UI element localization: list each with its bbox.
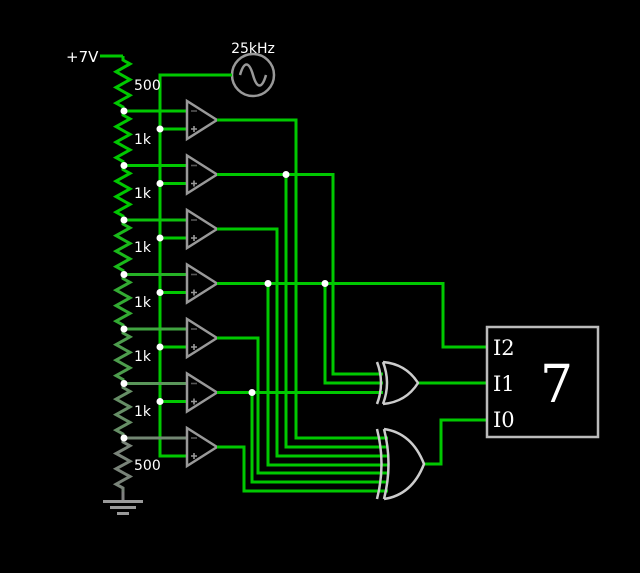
net-comp7-out[interactable] bbox=[217, 445, 388, 493]
resistor-2[interactable]: 1k bbox=[112, 111, 152, 166]
plus-input-icon bbox=[191, 235, 197, 241]
resistor-1[interactable]: 500 bbox=[112, 56, 161, 111]
net-comp3-out[interactable] bbox=[217, 227, 388, 458]
xor-body-icon bbox=[381, 360, 420, 406]
net-comp5-out[interactable] bbox=[217, 336, 388, 475]
net-comp4-out[interactable] bbox=[217, 282, 487, 467]
resistor-2-value: 1k bbox=[134, 132, 152, 148]
resistor-6[interactable]: 1k bbox=[112, 329, 152, 384]
resistor-7-value: 1k bbox=[134, 404, 152, 420]
comparator-6[interactable] bbox=[185, 371, 220, 414]
decoder-input-label-i0: I0 bbox=[493, 408, 515, 432]
plus-input-icon bbox=[191, 453, 197, 459]
resistor-5[interactable]: 1k bbox=[112, 274, 152, 330]
xor-gate-bit1[interactable] bbox=[375, 360, 420, 406]
resistor-4[interactable]: 1k bbox=[112, 220, 152, 275]
comparator-4[interactable] bbox=[185, 262, 220, 305]
xor-body-icon bbox=[382, 427, 426, 501]
opamp-triangle-icon bbox=[185, 371, 220, 414]
comparator-3[interactable] bbox=[185, 207, 220, 251]
junction-dots bbox=[120, 107, 329, 442]
comparator-5[interactable] bbox=[185, 316, 220, 360]
plus-input-icon bbox=[191, 344, 197, 350]
decoder-digit-value: 7 bbox=[540, 355, 573, 415]
seven-segment-decoder[interactable]: I2 I1 I0 7 bbox=[485, 325, 600, 439]
comparator-bank bbox=[185, 98, 220, 469]
opamp-triangle-icon bbox=[185, 425, 220, 469]
plus-input-icon bbox=[191, 398, 197, 405]
resistor-7[interactable]: 1k bbox=[112, 383, 152, 439]
opamp-triangle-icon bbox=[185, 207, 220, 251]
xor-back-arc-icon bbox=[375, 361, 383, 405]
net-comp1-out[interactable] bbox=[217, 118, 388, 440]
opamp-triangle-icon bbox=[185, 262, 220, 305]
ground[interactable] bbox=[103, 492, 143, 515]
net-comp2-out[interactable] bbox=[217, 173, 388, 449]
resistor-5-value: 1k bbox=[134, 295, 152, 311]
resistor-1-value: 500 bbox=[134, 78, 161, 94]
xor-gate-bit0[interactable] bbox=[375, 427, 426, 501]
comparator-7[interactable] bbox=[185, 425, 220, 469]
plus-input-icon bbox=[191, 289, 197, 296]
plus-input-icon bbox=[191, 180, 197, 187]
net-comp6-out[interactable] bbox=[217, 391, 388, 484]
opamp-triangle-icon bbox=[185, 153, 220, 196]
voltage-label-supply[interactable]: +7V bbox=[66, 48, 123, 66]
resistor-4-value: 1k bbox=[134, 240, 152, 256]
signal-bus-wire[interactable] bbox=[158, 73, 232, 458]
comparator-1[interactable] bbox=[185, 98, 220, 142]
opamp-triangle-icon bbox=[185, 98, 220, 142]
opamp-triangle-icon bbox=[185, 316, 220, 360]
sine-wave-icon bbox=[238, 63, 268, 87]
comparator-2[interactable] bbox=[185, 153, 220, 196]
resistor-8[interactable]: 500 bbox=[112, 438, 161, 492]
decoder-input-label-i1: I1 bbox=[493, 372, 515, 396]
decoder-input-label-i2: I2 bbox=[493, 336, 515, 360]
resistor-ladder: 500 1k 1k 1k 1k 1k 1k 500 bbox=[112, 56, 161, 492]
net-bigxor-to-i0[interactable] bbox=[424, 418, 487, 466]
supply-label: +7V bbox=[66, 48, 99, 66]
ground-icon bbox=[103, 500, 143, 515]
resistor-6-value: 1k bbox=[134, 349, 152, 365]
source-freq-label: 25kHz bbox=[231, 41, 275, 57]
resistor-3[interactable]: 1k bbox=[112, 165, 152, 221]
resistor-8-value: 500 bbox=[134, 458, 161, 474]
ac-source-25khz[interactable]: 25kHz bbox=[230, 41, 276, 98]
decoder-box[interactable] bbox=[485, 325, 600, 439]
resistor-3-value: 1k bbox=[134, 186, 152, 202]
xor-back-arc-icon bbox=[375, 428, 383, 500]
plus-input-icon bbox=[191, 126, 197, 132]
